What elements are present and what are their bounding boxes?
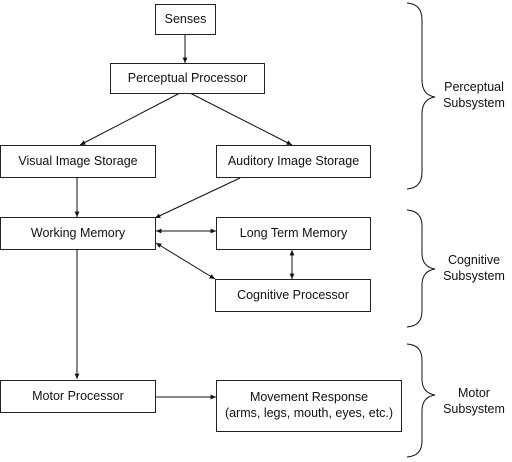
perceptual-processor-box: Perceptual Processor bbox=[110, 63, 265, 94]
cognitive-subsystem-label-line2: Subsystem bbox=[443, 269, 505, 284]
perceptual-subsystem-brace bbox=[406, 2, 436, 190]
motor-subsystem-label-line2: Subsystem bbox=[443, 402, 505, 417]
arrow-perceptual-to-visual-storage bbox=[79, 92, 181, 146]
auditory-image-storage-box: Auditory Image Storage bbox=[216, 145, 371, 178]
visual-image-storage-box: Visual Image Storage bbox=[0, 145, 156, 178]
perceptual-subsystem-label-line2: Subsystem bbox=[443, 96, 505, 111]
working-memory-label: Working Memory bbox=[30, 225, 126, 240]
perceptual-subsystem-label: Perceptual Subsystem bbox=[434, 79, 512, 112]
motor-processor-label: Motor Processor bbox=[32, 388, 124, 403]
senses-box: Senses bbox=[155, 4, 216, 35]
cognitive-subsystem-label: Cognitive Subsystem bbox=[434, 252, 512, 285]
movement-response-label: Movement Response bbox=[249, 390, 369, 405]
visual-image-storage-label: Visual Image Storage bbox=[18, 153, 138, 168]
perceptual-processor-label: Perceptual Processor bbox=[127, 70, 248, 85]
long-term-memory-box: Long Term Memory bbox=[216, 217, 371, 250]
movement-response-detail: (arms, legs, mouth, eyes, etc.) bbox=[224, 406, 394, 420]
motor-subsystem-label-line1: Motor bbox=[458, 386, 490, 400]
cognitive-subsystem-brace bbox=[406, 209, 436, 328]
cognitive-processor-box: Cognitive Processor bbox=[215, 279, 371, 312]
arrow-auditory-storage-to-working-memory bbox=[154, 177, 241, 219]
movement-response-box: Movement Response (arms, legs, mouth, ey… bbox=[216, 380, 402, 432]
auditory-image-storage-label: Auditory Image Storage bbox=[227, 153, 360, 168]
cognitive-processor-label: Cognitive Processor bbox=[237, 287, 349, 302]
perceptual-subsystem-label-line1: Perceptual bbox=[444, 80, 504, 94]
motor-processor-box: Motor Processor bbox=[0, 380, 156, 413]
arrow-working-memory-cognitive-processor bbox=[155, 242, 216, 280]
cognitive-subsystem-label-line1: Cognitive bbox=[447, 253, 501, 267]
motor-subsystem-brace bbox=[406, 343, 436, 458]
arrow-perceptual-to-auditory-storage bbox=[189, 92, 293, 146]
long-term-memory-label: Long Term Memory bbox=[239, 225, 348, 240]
motor-subsystem-label: Motor Subsystem bbox=[434, 385, 512, 418]
senses-label: Senses bbox=[164, 11, 207, 26]
working-memory-box: Working Memory bbox=[0, 217, 156, 250]
